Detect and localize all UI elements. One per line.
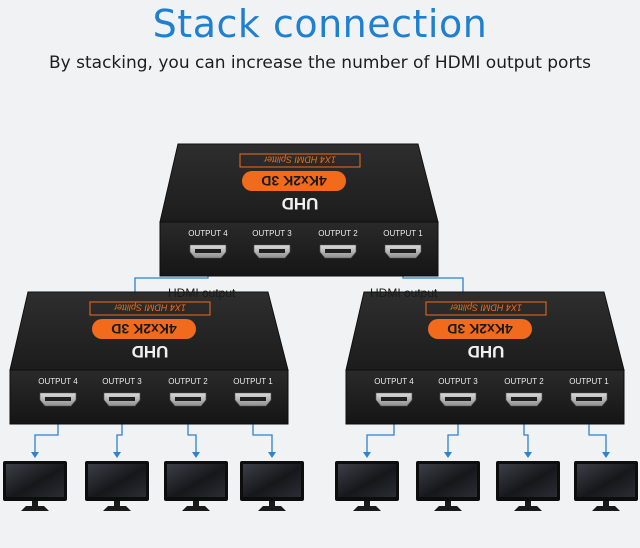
output-port-label: OUTPUT 3 (252, 229, 292, 238)
hdmi-port-slot (259, 249, 285, 253)
arrow-down-icon (192, 452, 200, 458)
monitor-screen (577, 464, 635, 497)
output-port-label: OUTPUT 1 (233, 377, 273, 386)
arrow-down-icon (444, 452, 452, 458)
brand-text: UHD (282, 194, 319, 213)
hdmi-port-slot (576, 397, 602, 401)
monitor-neck (445, 501, 451, 507)
monitor-screen (419, 464, 477, 497)
output-port-label: OUTPUT 2 (168, 377, 208, 386)
resolution-badge: 4Kx2K 3D (428, 319, 532, 339)
output-port-label: OUTPUT 2 (504, 377, 544, 386)
hdmi-port-slot (195, 249, 221, 253)
splitter-model-text: 1X4 HDMI Splitter (263, 155, 336, 165)
monitor-neck (32, 501, 38, 507)
splitter-model-label: 1X4 HDMI Splitter (89, 301, 211, 316)
page-subtitle: By stacking, you can increase the number… (49, 53, 591, 73)
hdmi-output-label-left: HDMI output (168, 286, 236, 300)
monitor-stand (21, 506, 49, 511)
monitor-neck (525, 501, 531, 507)
resolution-badge: 4Kx2K 3D (242, 171, 346, 191)
brand-text: UHD (468, 342, 505, 361)
resolution-badge-text: 4Kx2K 3D (447, 321, 512, 337)
monitor-stand (258, 506, 286, 511)
splitter-left: 1X4 HDMI Splitter 4Kx2K 3D UHD OUTPUT 4 OUTP… (9, 291, 289, 425)
page-title: Stack connection (152, 2, 488, 46)
monitor-icon (496, 461, 560, 511)
hdmi-output-label-right: HDMI output (370, 286, 438, 300)
monitor-screen (167, 464, 225, 497)
monitor-neck (603, 501, 609, 507)
monitor-stand (353, 506, 381, 511)
output-port-label: OUTPUT 4 (38, 377, 78, 386)
brand-text: UHD (132, 342, 169, 361)
monitor-screen (88, 464, 146, 497)
arrow-down-icon (113, 452, 121, 458)
hdmi-port-slot (325, 249, 351, 253)
output-port-label: OUTPUT 4 (188, 229, 228, 238)
monitor-stand (182, 506, 210, 511)
splitter-model-text: 1X4 HDMI Splitter (449, 303, 522, 313)
monitor-stand (514, 506, 542, 511)
monitor-stand (434, 506, 462, 511)
output-port-label: OUTPUT 1 (383, 229, 423, 238)
monitor-icon (3, 461, 67, 511)
monitor-neck (193, 501, 199, 507)
monitor-screen (6, 464, 64, 497)
arrow-down-icon (602, 452, 610, 458)
output-port-label: OUTPUT 1 (569, 377, 609, 386)
monitor-screen (243, 464, 301, 497)
splitter-model-text: 1X4 HDMI Splitter (113, 303, 186, 313)
splitter-top: 1X4 HDMI Splitter 4Kx2K 3D UHD OUTPUT 4 OUTP… (159, 143, 439, 277)
hdmi-port-slot (381, 397, 407, 401)
arrow-down-icon (363, 452, 371, 458)
hdmi-port-slot (109, 397, 135, 401)
monitor-screen (499, 464, 557, 497)
resolution-badge: 4Kx2K 3D (92, 319, 196, 339)
output-port-label: OUTPUT 4 (374, 377, 414, 386)
monitor-neck (114, 501, 120, 507)
arrow-down-icon (268, 452, 276, 458)
hdmi-port-slot (45, 397, 71, 401)
hdmi-port-slot (240, 397, 266, 401)
output-port-label: OUTPUT 3 (102, 377, 142, 386)
monitor-icon (416, 461, 480, 511)
arrow-down-icon (524, 452, 532, 458)
hdmi-port-slot (511, 397, 537, 401)
resolution-badge-text: 4Kx2K 3D (261, 173, 326, 189)
monitor-neck (364, 501, 370, 507)
splitter-model-label: 1X4 HDMI Splitter (239, 153, 361, 168)
monitor-icon (574, 461, 638, 511)
splitter-model-label: 1X4 HDMI Splitter (425, 301, 547, 316)
monitor-icon (164, 461, 228, 511)
output-port-label: OUTPUT 3 (438, 377, 478, 386)
monitor-stand (103, 506, 131, 511)
splitter-right: 1X4 HDMI Splitter 4Kx2K 3D UHD OUTPUT 4 OUTP… (345, 291, 625, 425)
arrow-down-icon (31, 452, 39, 458)
monitor-icon (85, 461, 149, 511)
resolution-badge-text: 4Kx2K 3D (111, 321, 176, 337)
hdmi-port-slot (445, 397, 471, 401)
monitor-neck (269, 501, 275, 507)
monitor-stand (592, 506, 620, 511)
monitor-icon (240, 461, 304, 511)
output-port-label: OUTPUT 2 (318, 229, 358, 238)
hdmi-port-slot (390, 249, 416, 253)
monitor-screen (338, 464, 396, 497)
monitor-icon (335, 461, 399, 511)
hdmi-port-slot (175, 397, 201, 401)
